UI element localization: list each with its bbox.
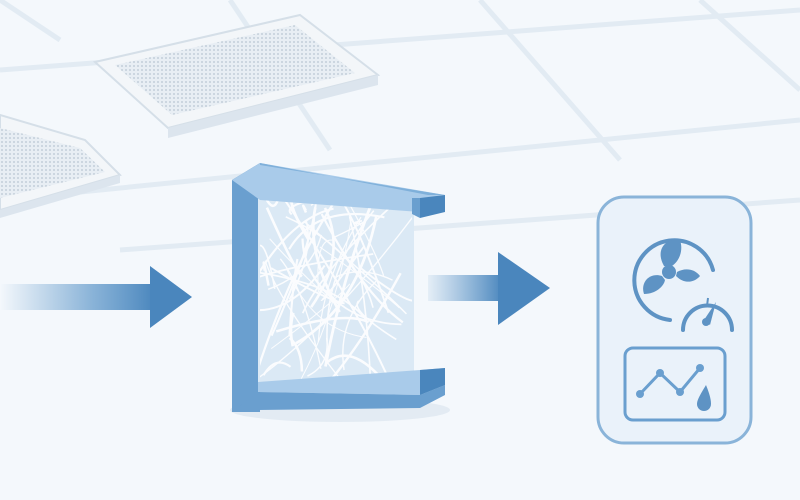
mesh-fiber (295, 216, 378, 345)
mesh-fiber (301, 204, 308, 214)
gauge-icon (681, 297, 734, 332)
airflow-arrow-in (0, 266, 192, 328)
mesh-fiber (300, 218, 352, 381)
air-vent-icon (92, 13, 381, 138)
mesh-fiber (289, 312, 295, 347)
mesh-fiber (265, 207, 303, 278)
mesh-fiber (324, 200, 375, 367)
monitoring-panel (596, 195, 753, 445)
mesh-fiber (267, 234, 322, 290)
mesh-fiber (325, 354, 380, 376)
mesh-fiber (262, 361, 292, 376)
mesh-fiber (326, 210, 375, 342)
mesh-fiber (304, 221, 407, 315)
mesh-fiber (260, 207, 334, 273)
mesh-fiber (270, 267, 345, 305)
mesh-fiber (319, 246, 400, 309)
mesh-fiber (327, 292, 402, 326)
mesh-fiber (348, 216, 372, 382)
mesh-fiber (260, 253, 374, 278)
mesh-fiber (341, 200, 390, 314)
mesh-fiber (283, 200, 392, 382)
trend-chart-icon (623, 346, 727, 422)
air-vent-icon (0, 113, 122, 218)
filter-media (230, 163, 450, 422)
mesh-fiber (264, 260, 341, 380)
mesh-fiber (342, 280, 377, 371)
airflow-arrow-out (428, 252, 550, 325)
fan-icon (632, 238, 715, 322)
mesh-fiber (360, 267, 412, 302)
mesh-fiber (260, 244, 276, 289)
mesh-fiber (279, 258, 322, 369)
mesh-fiber (307, 337, 328, 377)
water-drop-icon (697, 385, 711, 411)
mesh-fiber (270, 283, 351, 350)
mesh-fiber (334, 221, 365, 238)
